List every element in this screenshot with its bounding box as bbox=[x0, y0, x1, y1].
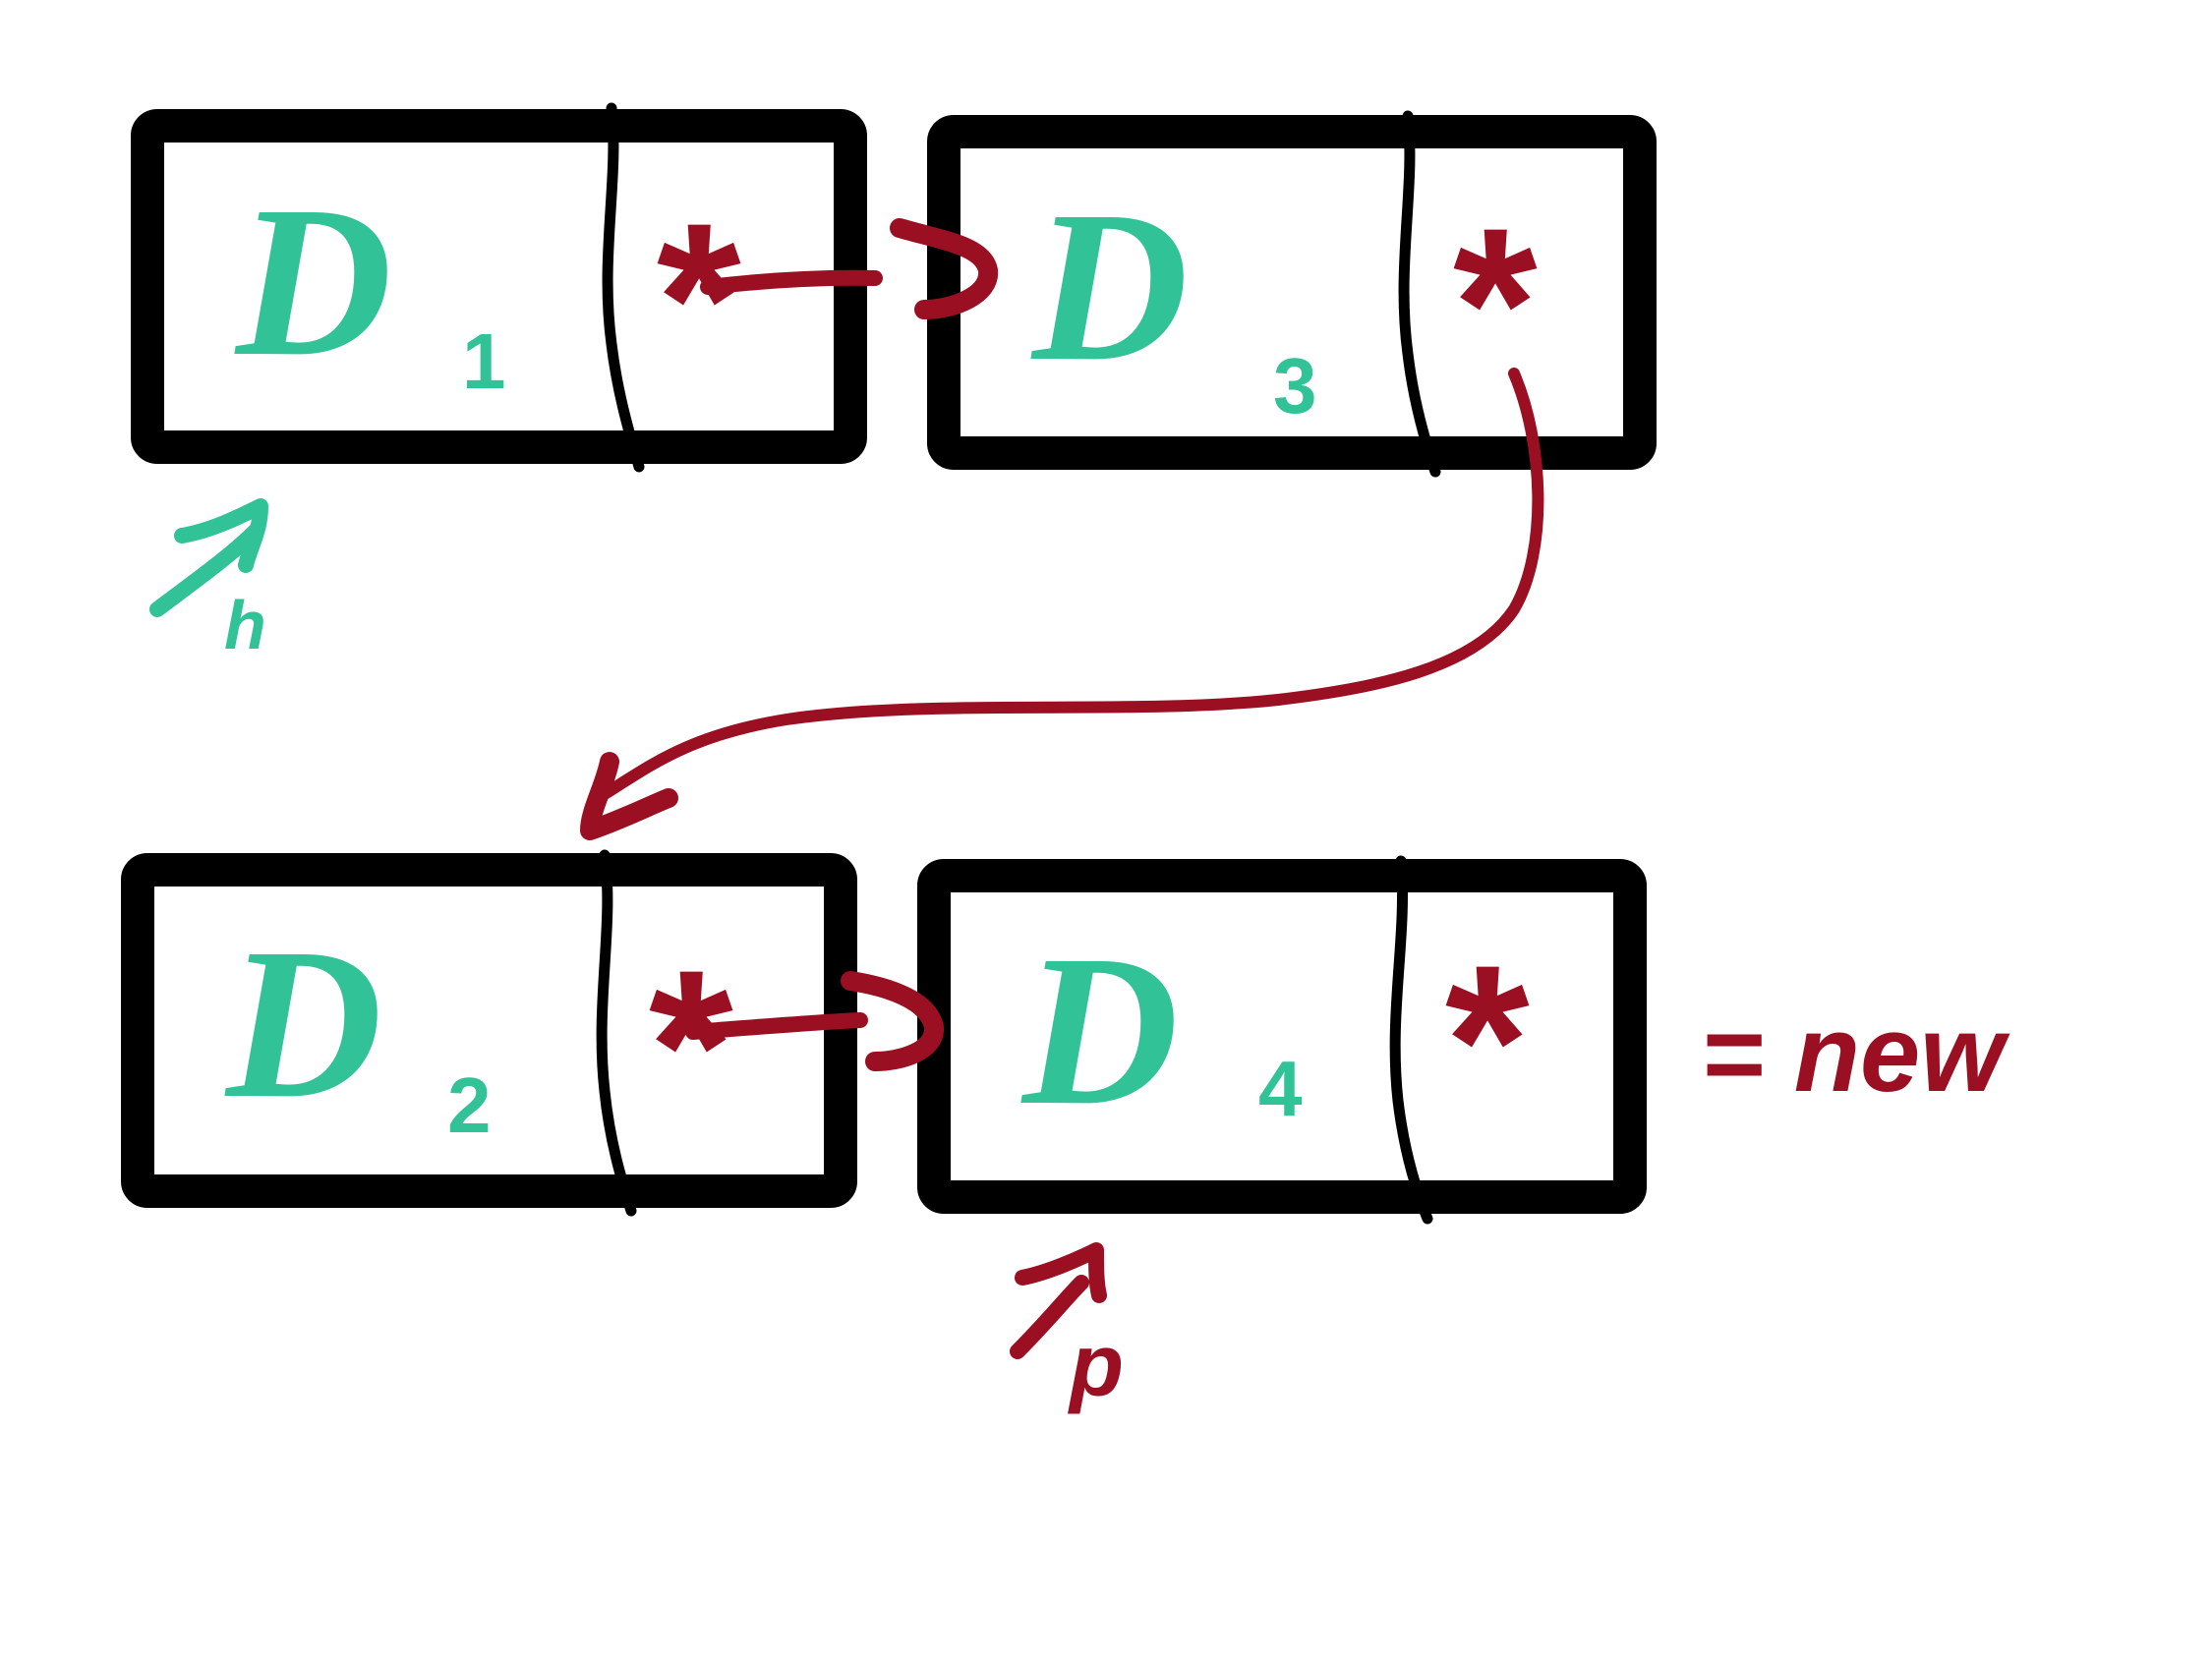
node-4-data-index: 4 bbox=[1258, 1045, 1303, 1132]
node-3: D 3 * bbox=[927, 110, 1657, 478]
node-1-data-letter: D bbox=[234, 161, 392, 401]
node-3-data-letter: D bbox=[1030, 166, 1189, 406]
head-pointer-annotation: h bbox=[149, 498, 268, 663]
node-2: D 2 * bbox=[121, 849, 857, 1217]
node-2-box bbox=[121, 853, 857, 1208]
node-1: D 1 * bbox=[131, 102, 867, 473]
node-3-data-index: 3 bbox=[1273, 342, 1317, 429]
node-4-pointer-symbol: * bbox=[1445, 920, 1530, 1162]
node-1-data-index: 1 bbox=[462, 317, 506, 405]
head-pointer-label: h bbox=[224, 587, 266, 663]
link-node2-to-node4-arrowhead bbox=[841, 971, 944, 1071]
node-3-divider bbox=[1398, 110, 1441, 478]
node-1-divider bbox=[602, 102, 645, 473]
node-2-data-index: 2 bbox=[447, 1061, 492, 1149]
node-1-pointer-symbol: * bbox=[657, 178, 741, 420]
p-pointer-annotation: p bbox=[1010, 1242, 1124, 1415]
node-2-divider bbox=[596, 849, 637, 1217]
link-node3-to-node2-arrowhead bbox=[580, 752, 678, 840]
node-4-data-letter: D bbox=[1020, 910, 1179, 1150]
node-3-box bbox=[927, 115, 1657, 470]
node-1-box bbox=[131, 109, 867, 464]
p-pointer-label: p bbox=[1068, 1317, 1124, 1415]
node-2-data-letter: D bbox=[224, 903, 382, 1143]
head-pointer-arrow-icon bbox=[149, 498, 268, 617]
link-node2-to-node4 bbox=[685, 1012, 868, 1040]
pointer-links bbox=[580, 218, 1544, 1071]
link-node3-to-node2 bbox=[599, 368, 1544, 800]
link-node1-to-node3-arrowhead bbox=[890, 218, 999, 319]
p-pointer-arrow-icon bbox=[1010, 1242, 1107, 1359]
new-node-label: = new bbox=[1701, 994, 2010, 1115]
node-4-divider bbox=[1389, 855, 1433, 1225]
node-4: D 4 * bbox=[917, 855, 1647, 1225]
link-node1-to-node3 bbox=[700, 269, 883, 295]
node-2-pointer-symbol: * bbox=[649, 925, 733, 1167]
